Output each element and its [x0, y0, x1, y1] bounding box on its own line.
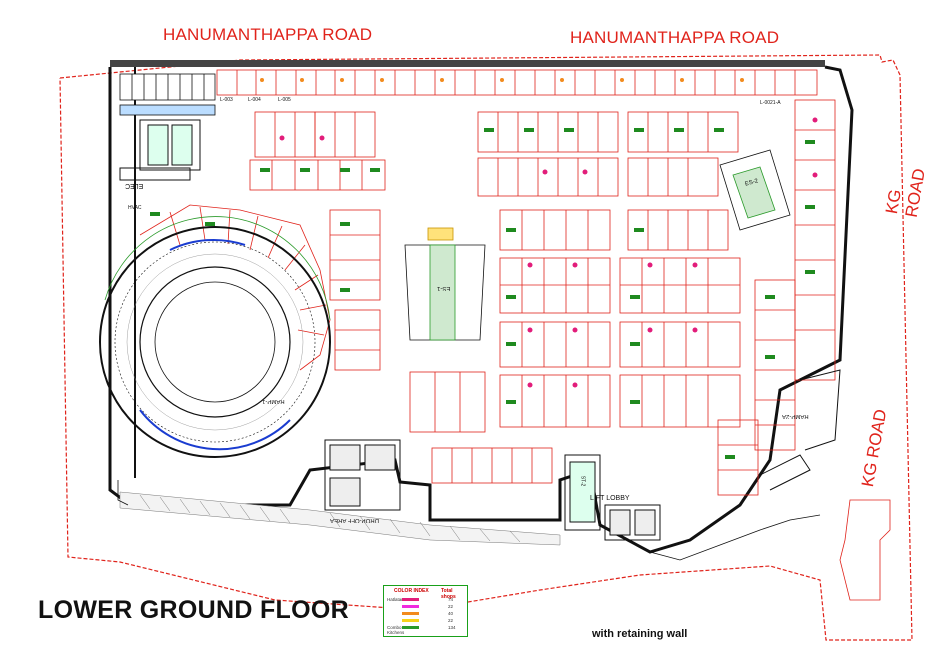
ramp-2a [759, 369, 841, 491]
shop-cluster-b [477, 111, 739, 197]
legend-row-total: 40 [448, 611, 454, 616]
unit-markers [279, 117, 818, 388]
legend-row-total: 22 [448, 604, 454, 609]
legend-swatch [402, 619, 419, 622]
road-label-top-left: HANUMANTHAPPA ROAD [163, 25, 373, 44]
drop-off-area [119, 491, 561, 546]
legend-row-total: 22 [448, 618, 454, 623]
hvac-label: HVAC [128, 205, 142, 211]
shop-tags [150, 128, 815, 459]
road-label-top-right: HANUMANTHAPPA ROAD [570, 28, 780, 47]
legend-row-label: Combo [387, 625, 402, 630]
lift-lobby-label: LIFT LOBBY [590, 495, 630, 502]
staircase-label: ST-2 [579, 475, 586, 487]
legend-swatch [402, 626, 419, 629]
shop-label-l0021a: L-0021-A [760, 100, 781, 106]
legend-swatch [402, 598, 419, 601]
ramp-2a-label: RAMP-2A [782, 413, 809, 419]
elec-label: ELEC [125, 182, 144, 189]
north-wall [110, 60, 825, 67]
shop-cluster-south [329, 209, 553, 484]
drop-off-label: DROP-OFF AREA [330, 517, 380, 523]
top-left-core [119, 119, 201, 181]
shop-cluster-a [249, 111, 386, 191]
legend-row-total: 134 [448, 625, 456, 630]
legend-swatch [402, 612, 419, 615]
escalator-1 [404, 227, 486, 341]
legend-footer: Kitchens [387, 630, 405, 635]
escalator-2 [719, 149, 791, 231]
shop-label-l005: L-005 [278, 97, 291, 103]
shop-label-l003: L-003 [220, 97, 233, 103]
shop-cluster-east [717, 99, 836, 496]
lift-lobby-core [324, 439, 661, 541]
escalator-1-label: ES-1 [437, 285, 451, 291]
toilet-blocks [119, 73, 216, 116]
circular-ramp [99, 216, 331, 458]
legend-header-right: Total shops [441, 588, 456, 600]
retaining-wall-note: with retaining wall [592, 628, 688, 640]
building-outer-wall [108, 65, 854, 554]
retaining-wall [117, 480, 821, 561]
north-shop-row [216, 69, 818, 96]
legend-header-left: COLOR INDEX [394, 588, 429, 594]
shop-cluster-c [499, 209, 741, 428]
legend-row-total: 74 [448, 597, 454, 602]
site-boundary [59, 54, 913, 641]
ramp-1-label: RAMP-1 [262, 398, 285, 404]
outbuilding [839, 499, 891, 601]
legend-row-label: Hatlatar [387, 597, 403, 602]
shop-label-l004: L-004 [248, 97, 261, 103]
floor-title: LOWER GROUND FLOOR [38, 596, 349, 624]
color-index-legend: COLOR INDEX Total shops Hatlatar 74 22 4… [383, 585, 468, 637]
legend-swatch [402, 605, 419, 608]
category-markers [260, 78, 744, 82]
